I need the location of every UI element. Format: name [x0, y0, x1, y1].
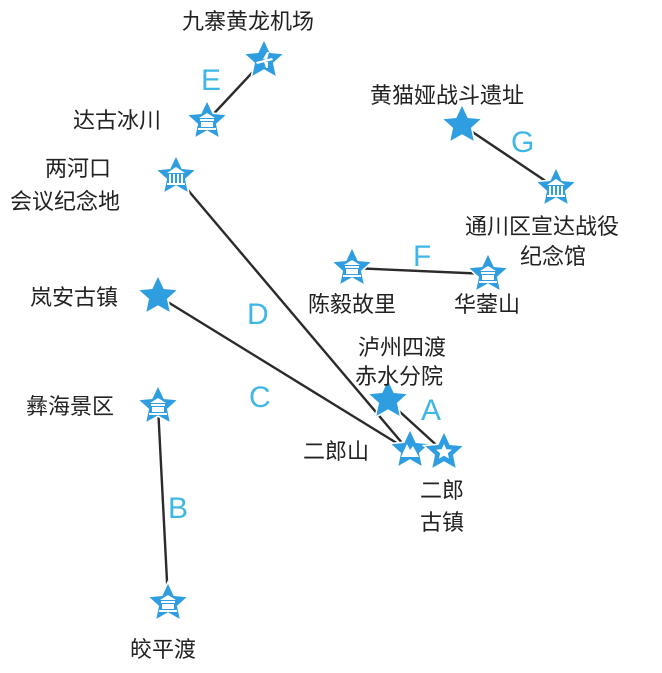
- building-icon: [198, 113, 216, 130]
- mountain-icon: [401, 444, 419, 457]
- building-icon: [343, 260, 361, 277]
- route-line-g: [461, 124, 557, 189]
- marker-langan-town[interactable]: [136, 274, 180, 315]
- label-tongchuan-line2: 纪念馆: [520, 245, 586, 270]
- label-lianghekou-line1: 两河口: [45, 157, 111, 182]
- marker-huangmaoya[interactable]: [440, 103, 484, 144]
- route-letter-b: B: [168, 492, 188, 525]
- memorial-hall-icon: [167, 167, 185, 185]
- building-icon: [149, 398, 167, 415]
- memorial-hall-icon: [547, 179, 565, 197]
- route-letter-f: F: [413, 240, 431, 273]
- small-star-icon: [436, 444, 452, 459]
- label-erlang-town-line2: 古镇: [420, 511, 464, 536]
- route-lines: [156, 59, 557, 602]
- label-jiuzhai-airport: 九寨黄龙机场: [182, 10, 314, 35]
- label-tongchuan-line1: 通川区宣达战役: [465, 215, 619, 240]
- marker-jiaopingdu[interactable]: [146, 581, 190, 622]
- route-line-c: [157, 294, 409, 452]
- label-luzhou-line1: 泸州四渡: [358, 336, 446, 361]
- label-yihai: 彝海景区: [26, 395, 114, 420]
- marker-yihai[interactable]: [136, 384, 180, 425]
- label-jiaopingdu: 皎平渡: [130, 638, 196, 663]
- label-langan-town: 岚安古镇: [30, 286, 118, 311]
- place-labels: 九寨黄龙机场 达古冰川 两河口 会议纪念地 岚安古镇 彝海景区 皎平渡 黄猫娅战…: [10, 10, 619, 663]
- airplane-icon: [256, 52, 273, 68]
- building-icon: [479, 266, 497, 283]
- route-letter-e: E: [201, 64, 221, 97]
- route-line-b: [156, 405, 170, 602]
- route-letter-d: D: [247, 298, 269, 331]
- label-luzhou-line2: 赤水分院: [355, 365, 443, 390]
- marker-lianghekou[interactable]: [154, 154, 198, 195]
- building-icon: [159, 595, 177, 612]
- label-lianghekou-line2: 会议纪念地: [10, 190, 120, 215]
- marker-dagu-glacier[interactable]: [185, 99, 229, 140]
- marker-chenyi[interactable]: [330, 246, 374, 287]
- marker-erlang-town[interactable]: [422, 430, 466, 471]
- marker-erlangshan[interactable]: [388, 428, 432, 469]
- route-letters: A B C D E F G: [168, 64, 534, 525]
- label-dagu-glacier: 达古冰川: [73, 109, 161, 134]
- route-letter-a: A: [421, 394, 441, 427]
- label-erlang-town-line1: 二郎: [420, 479, 464, 504]
- route-line-d: [175, 175, 409, 451]
- marker-jiuzhai-airport[interactable]: [242, 38, 286, 79]
- route-line-f: [351, 266, 489, 276]
- label-erlangshan: 二郎山: [303, 440, 369, 465]
- label-huaying: 华蓥山: [454, 293, 520, 318]
- label-chenyi: 陈毅故里: [308, 293, 396, 318]
- route-letter-c: C: [249, 381, 271, 414]
- route-letter-g: G: [511, 126, 534, 159]
- label-huangmaoya: 黄猫娅战斗遗址: [370, 84, 524, 109]
- marker-huaying[interactable]: [466, 252, 510, 293]
- marker-tongchuan[interactable]: [534, 166, 578, 207]
